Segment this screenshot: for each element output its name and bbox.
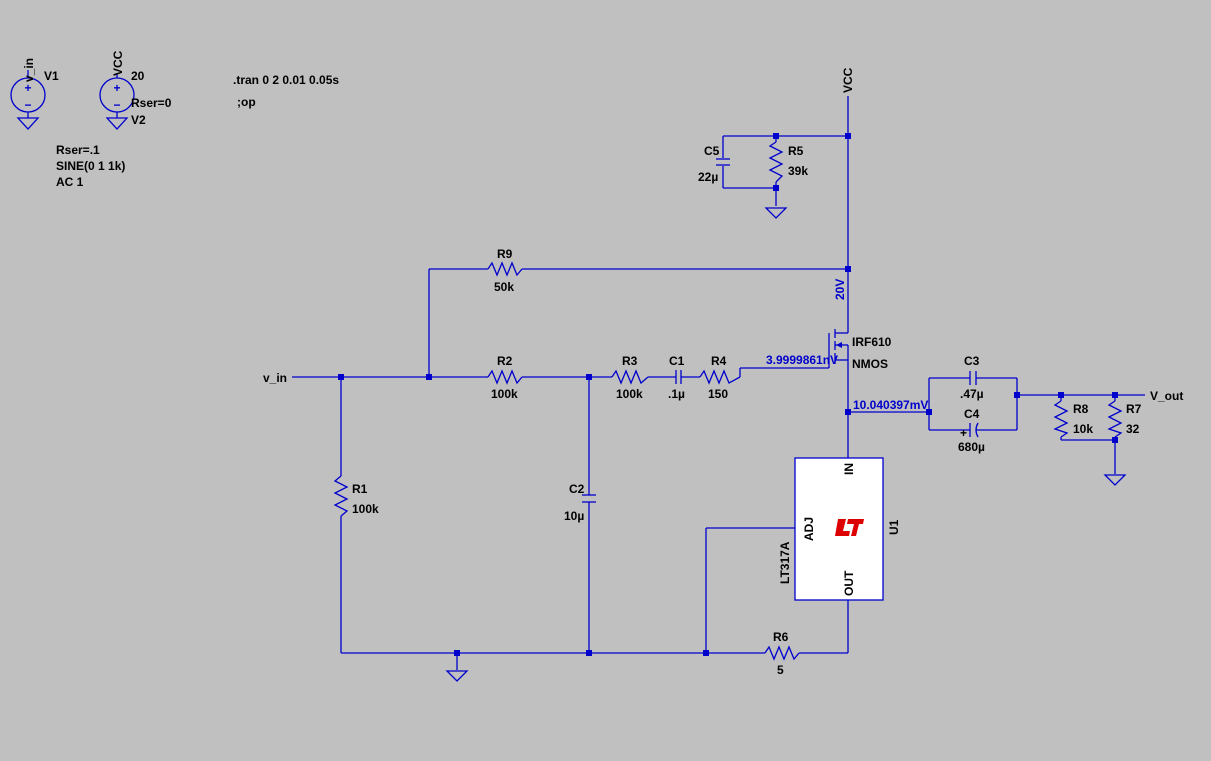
ground-symbol (445, 670, 469, 682)
r7-value-label: 32 (1126, 422, 1140, 436)
capacitor-c4[interactable]: + (960, 422, 979, 440)
v1-net-label: v_in (22, 58, 36, 82)
source-voltage-annotation: 10.040397mV (853, 398, 928, 412)
c5-ref-label: C5 (704, 144, 720, 158)
v1-rser-label: Rser=.1 (56, 143, 100, 157)
voltage-source-v2[interactable]: + − (99, 74, 135, 130)
r9-ref-label: R9 (497, 247, 513, 261)
mosfet-m1[interactable] (828, 329, 849, 368)
resistor-r9[interactable] (487, 261, 523, 277)
c2-ref-label: C2 (569, 482, 585, 496)
c2-value-label: 10µ (564, 509, 584, 523)
v-out-net-label: V_out (1150, 389, 1183, 403)
r5-value-label: 39k (788, 164, 808, 178)
m1-type-label: NMOS (852, 357, 888, 371)
resistor-r3[interactable] (611, 369, 649, 385)
r2-ref-label: R2 (497, 354, 513, 368)
wires (292, 96, 1145, 670)
r3-value-label: 100k (616, 387, 643, 401)
r5-ref-label: R5 (788, 144, 804, 158)
junctions (338, 133, 1118, 656)
resistor-r5[interactable] (768, 141, 784, 183)
regulator-u1[interactable] (794, 457, 884, 601)
u1-part-label: LT317A (778, 541, 792, 584)
drain-voltage-annotation: 20V (833, 279, 847, 300)
resistor-r8[interactable] (1053, 400, 1069, 438)
v2-ref-label: V2 (131, 113, 146, 127)
resistor-r4[interactable] (699, 369, 741, 385)
u1-pin-adj-label: ADJ (802, 517, 816, 541)
resistor-r7[interactable] (1107, 400, 1123, 438)
c4-ref-label: C4 (964, 407, 980, 421)
capacitor-c2[interactable] (582, 494, 596, 503)
v1-ref-label: V1 (44, 69, 59, 83)
svg-text:−: − (24, 98, 31, 112)
capacitor-c3[interactable] (969, 371, 977, 385)
c1-ref-label: C1 (669, 354, 685, 368)
r1-value-label: 100k (352, 502, 379, 516)
svg-text:+: + (960, 426, 967, 440)
svg-text:−: − (113, 98, 120, 112)
r1-ref-label: R1 (352, 482, 368, 496)
v2-value-label: 20 (131, 69, 145, 83)
capacitor-c5[interactable] (716, 158, 730, 166)
vcc-net-label: VCC (841, 67, 855, 93)
svg-text:+: + (24, 81, 31, 95)
v2-net-label: VCC (111, 50, 125, 76)
v-in-net-label: v_in (263, 371, 287, 385)
r6-ref-label: R6 (773, 630, 789, 644)
c4-value-label: 680µ (958, 440, 985, 454)
tran-directive[interactable]: .tran 0 2 0.01 0.05s (233, 73, 339, 87)
r3-ref-label: R3 (622, 354, 638, 368)
c3-value-label: .47µ (960, 387, 984, 401)
gate-voltage-annotation: 3.9999861nV (766, 353, 838, 367)
r9-value-label: 50k (494, 280, 514, 294)
m1-model-label: IRF610 (852, 335, 892, 349)
c1-value-label: .1µ (668, 387, 685, 401)
c5-value-label: 22µ (698, 170, 718, 184)
ground-symbol (764, 207, 788, 219)
r4-value-label: 150 (708, 387, 728, 401)
r7-ref-label: R7 (1126, 402, 1142, 416)
u1-pin-out-label: OUT (842, 570, 856, 596)
capacitor-c1[interactable] (675, 370, 682, 384)
resistor-r6[interactable] (764, 645, 800, 661)
svg-text:+: + (113, 81, 120, 95)
ground-symbol (1103, 474, 1127, 486)
voltage-source-v1[interactable]: + − (10, 70, 46, 130)
r4-ref-label: R4 (711, 354, 727, 368)
resistor-r1[interactable] (333, 475, 349, 517)
v1-ac-label: AC 1 (56, 175, 84, 189)
lt-logo-icon (835, 519, 864, 536)
r6-value-label: 5 (777, 663, 784, 677)
op-directive[interactable]: ;op (237, 95, 256, 109)
c3-ref-label: C3 (964, 354, 980, 368)
v2-rser-label: Rser=0 (131, 96, 172, 110)
v1-sine-label: SINE(0 1 1k) (56, 159, 125, 173)
u1-pin-in-label: IN (842, 463, 856, 475)
r2-value-label: 100k (491, 387, 518, 401)
resistor-r2[interactable] (487, 369, 523, 385)
r8-ref-label: R8 (1073, 402, 1089, 416)
r8-value-label: 10k (1073, 422, 1093, 436)
u1-ref-label: U1 (887, 519, 901, 535)
